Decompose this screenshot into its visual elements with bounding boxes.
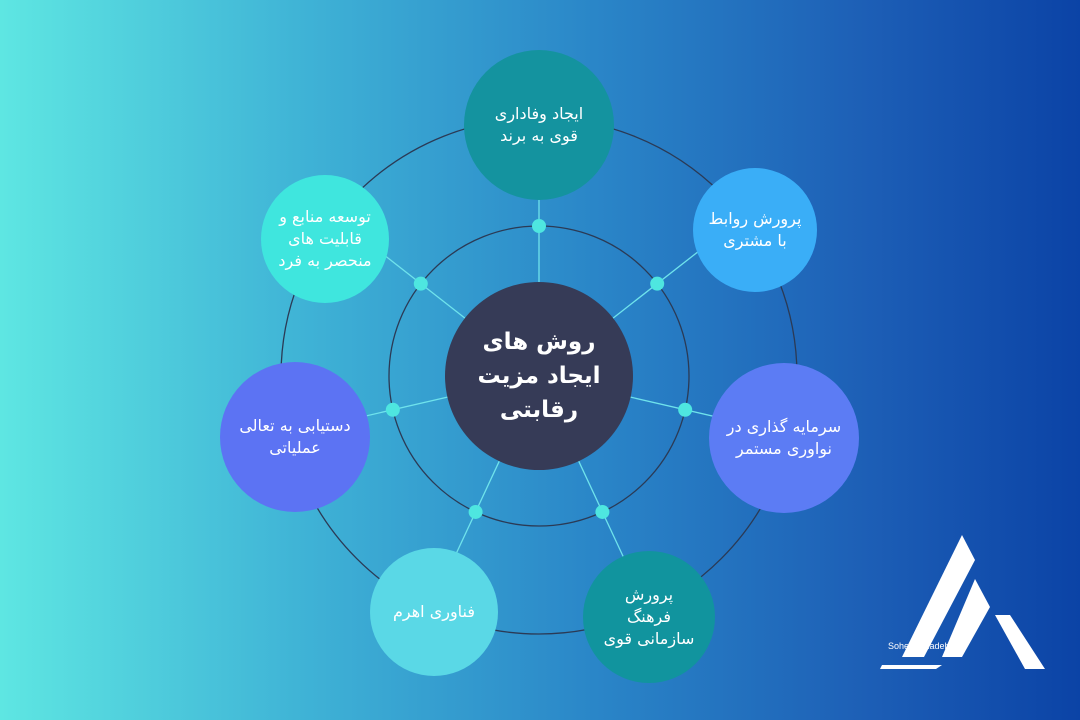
ring-dots	[385, 219, 693, 519]
node-label: پرورش فرهنگ سازمانی قوی	[603, 585, 695, 648]
node-label: توسعه منابع و قابلیت های منحصر به فرد	[278, 207, 372, 270]
ring-dot	[413, 276, 428, 291]
center-label: روش های ایجاد مزیت رقابتی	[477, 329, 601, 423]
ring-dot	[468, 504, 483, 519]
center-node: روش های ایجاد مزیت رقابتی	[445, 282, 633, 470]
ring-dot	[385, 402, 400, 417]
node-label: پرورش روابط با مشتری	[708, 209, 802, 250]
node-unique-resources: توسعه منابع و قابلیت های منحصر به فرد	[261, 175, 389, 303]
ring-dot	[532, 219, 546, 233]
node-leverage-technology: فناوری اهرم	[370, 548, 498, 676]
logo-text: Soheil Alizadeh	[888, 641, 950, 651]
node-label: سرمایه گذاری در نواوری مستمر	[726, 417, 842, 458]
node-innovation-investment: سرمایه گذاری در نواوری مستمر	[709, 363, 859, 513]
node-operational-excellence: دستیابی به تعالی عملیاتی	[220, 362, 370, 512]
node-label: ایجاد وفاداری قوی به برند	[494, 104, 584, 145]
ring-dot	[650, 276, 665, 291]
triangle-logo-icon	[880, 535, 1045, 669]
ring-dot	[678, 402, 693, 417]
node-label: دستیابی به تعالی عملیاتی	[239, 416, 351, 457]
node-organizational-culture: پرورش فرهنگ سازمانی قوی	[583, 551, 715, 683]
node-label: فناوری اهرم	[392, 602, 476, 621]
node-customer-relations: پرورش روابط با مشتری	[693, 168, 817, 292]
node-brand-loyalty: ایجاد وفاداری قوی به برند	[464, 50, 614, 200]
ring-dot	[595, 504, 610, 519]
